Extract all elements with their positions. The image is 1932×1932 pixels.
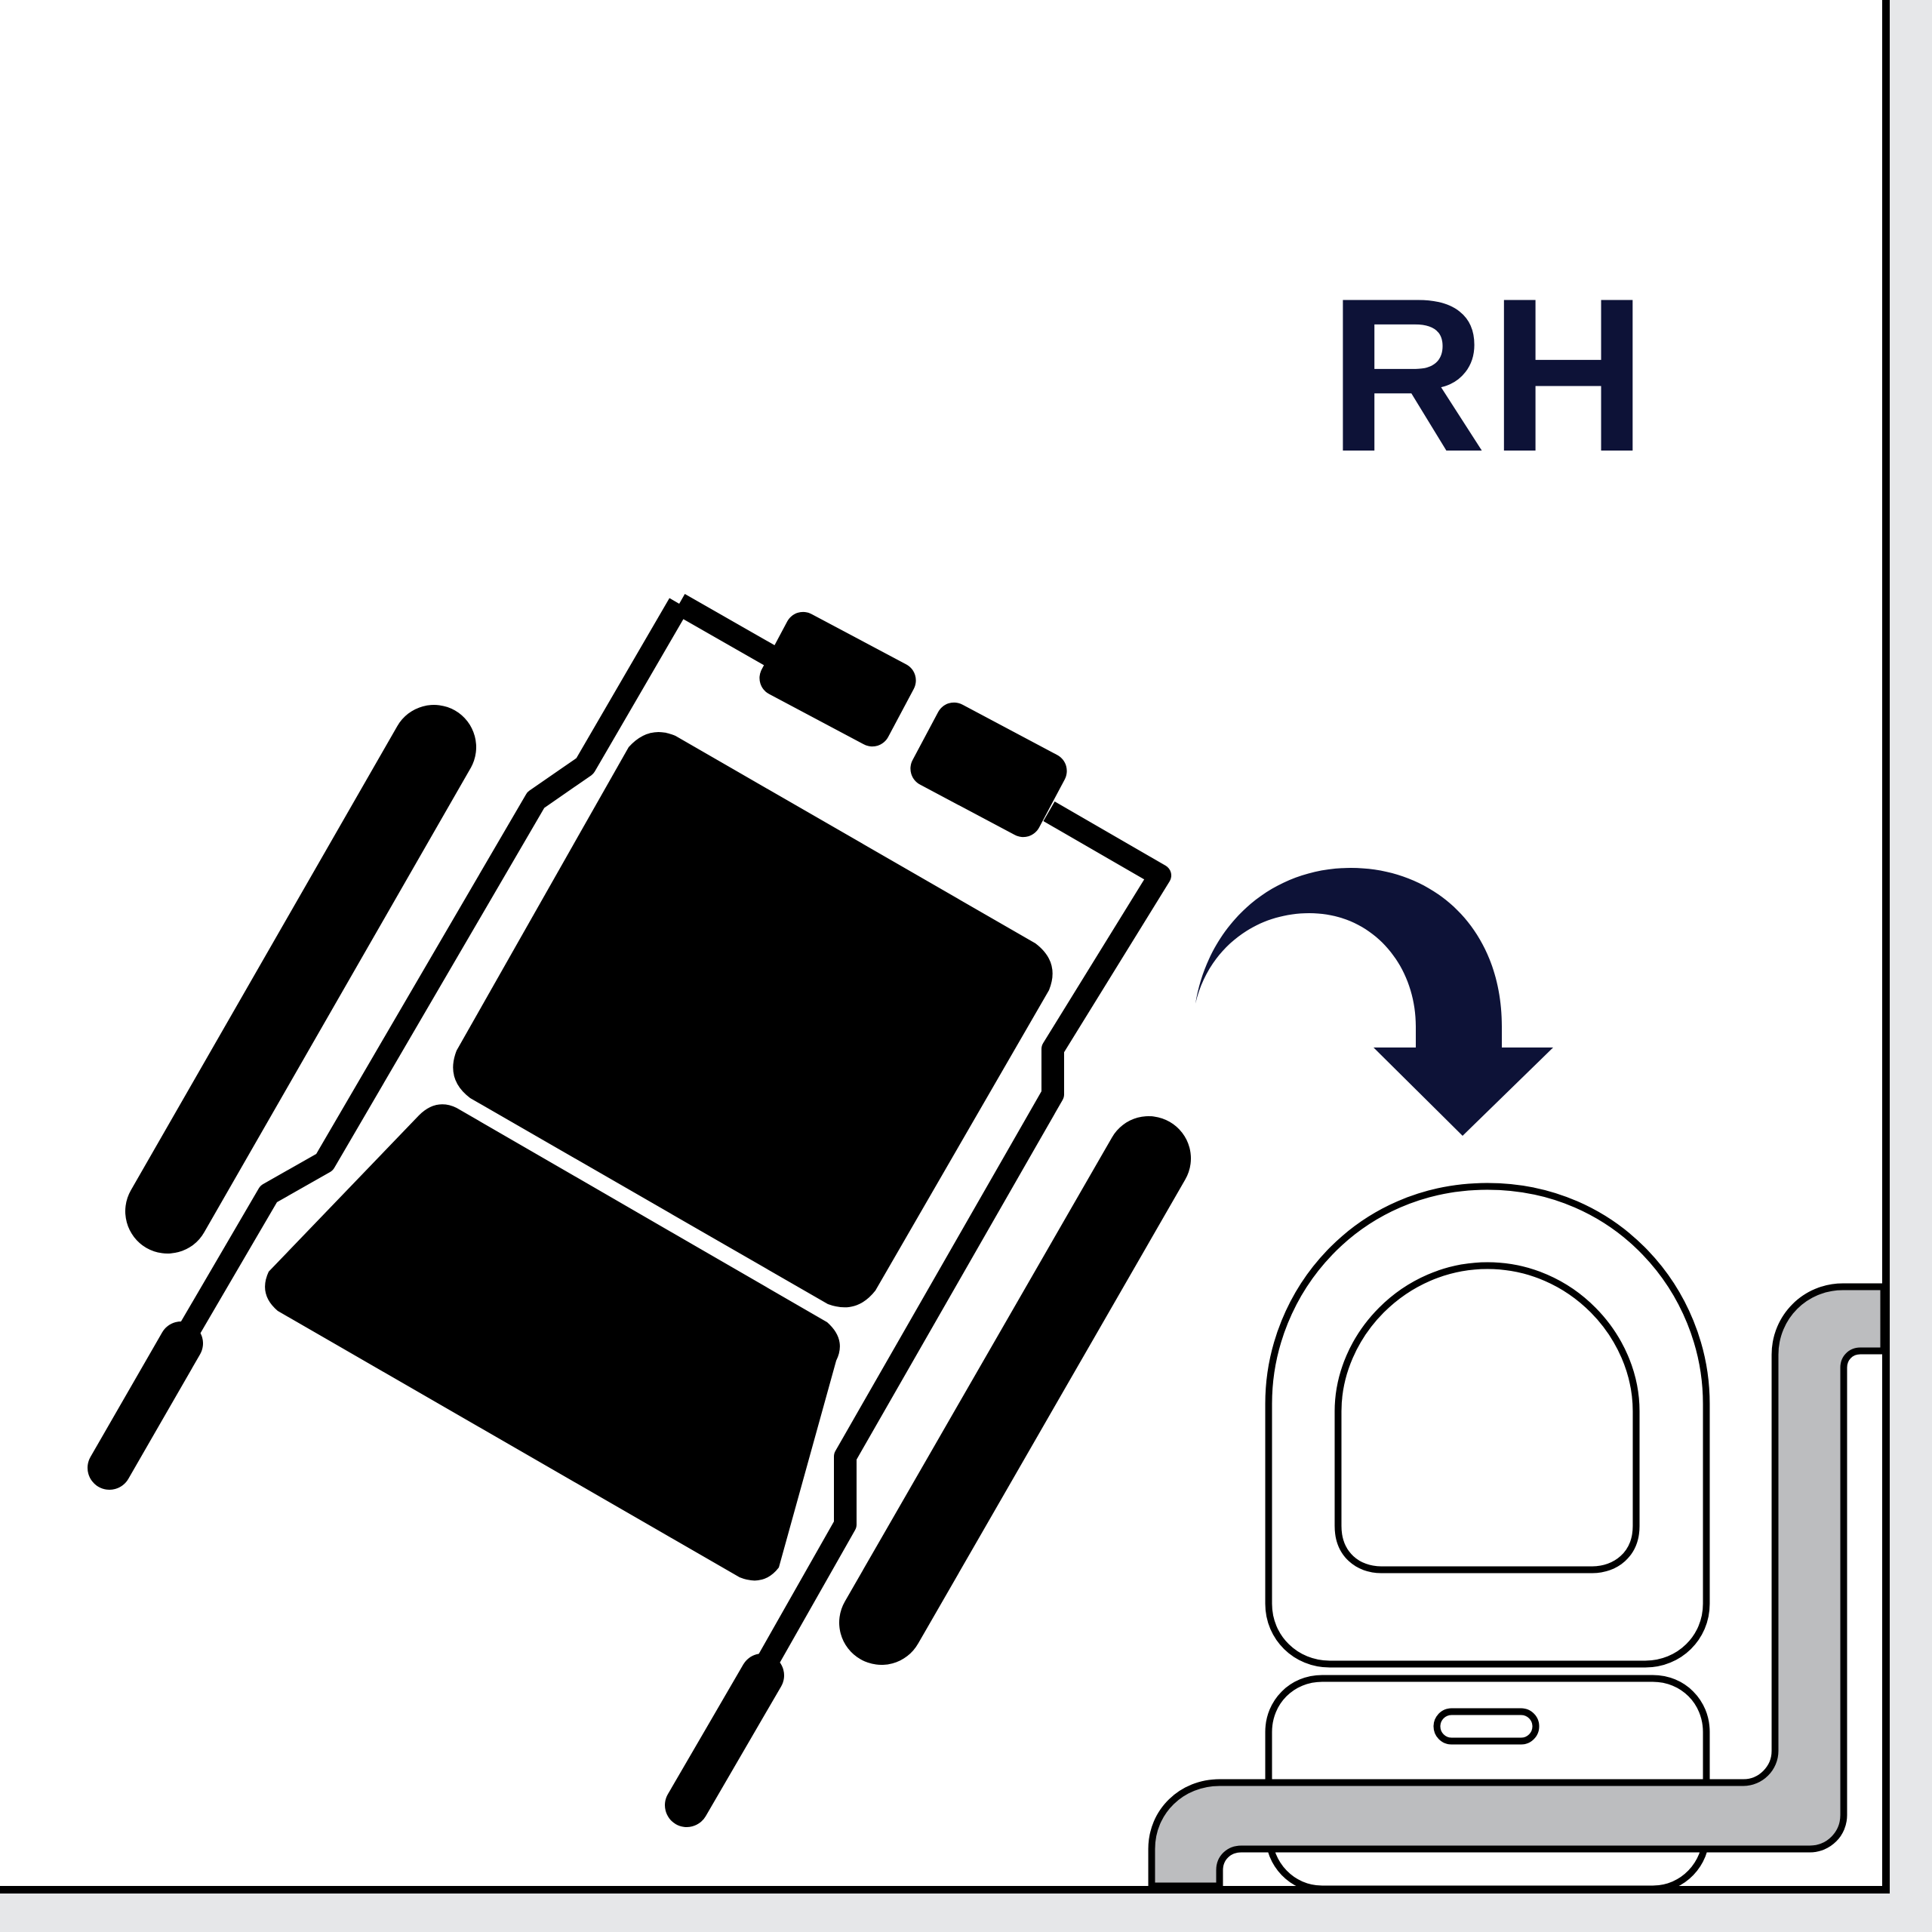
headrest-outline [1334, 1262, 1640, 1574]
side-label: RH [1328, 253, 1651, 497]
left-armrest [125, 705, 476, 1254]
armrest-console [1148, 1283, 1887, 1890]
headrest-block-right [910, 702, 1067, 838]
seat-cushion [265, 1104, 840, 1581]
backrest-cushion [453, 732, 1053, 1308]
right-armrest [839, 1116, 1191, 1665]
seat-frame-top [673, 593, 791, 675]
headrest-block-left [759, 611, 916, 747]
rotated-seat-illustration [88, 593, 1191, 1827]
right-leg [665, 1654, 784, 1827]
seat-frame [170, 598, 689, 1352]
seat-slot [1433, 1708, 1540, 1745]
seat-frame-right [755, 801, 1171, 1670]
left-leg [88, 1321, 203, 1490]
rotate-arrow-icon [1195, 868, 1553, 1136]
